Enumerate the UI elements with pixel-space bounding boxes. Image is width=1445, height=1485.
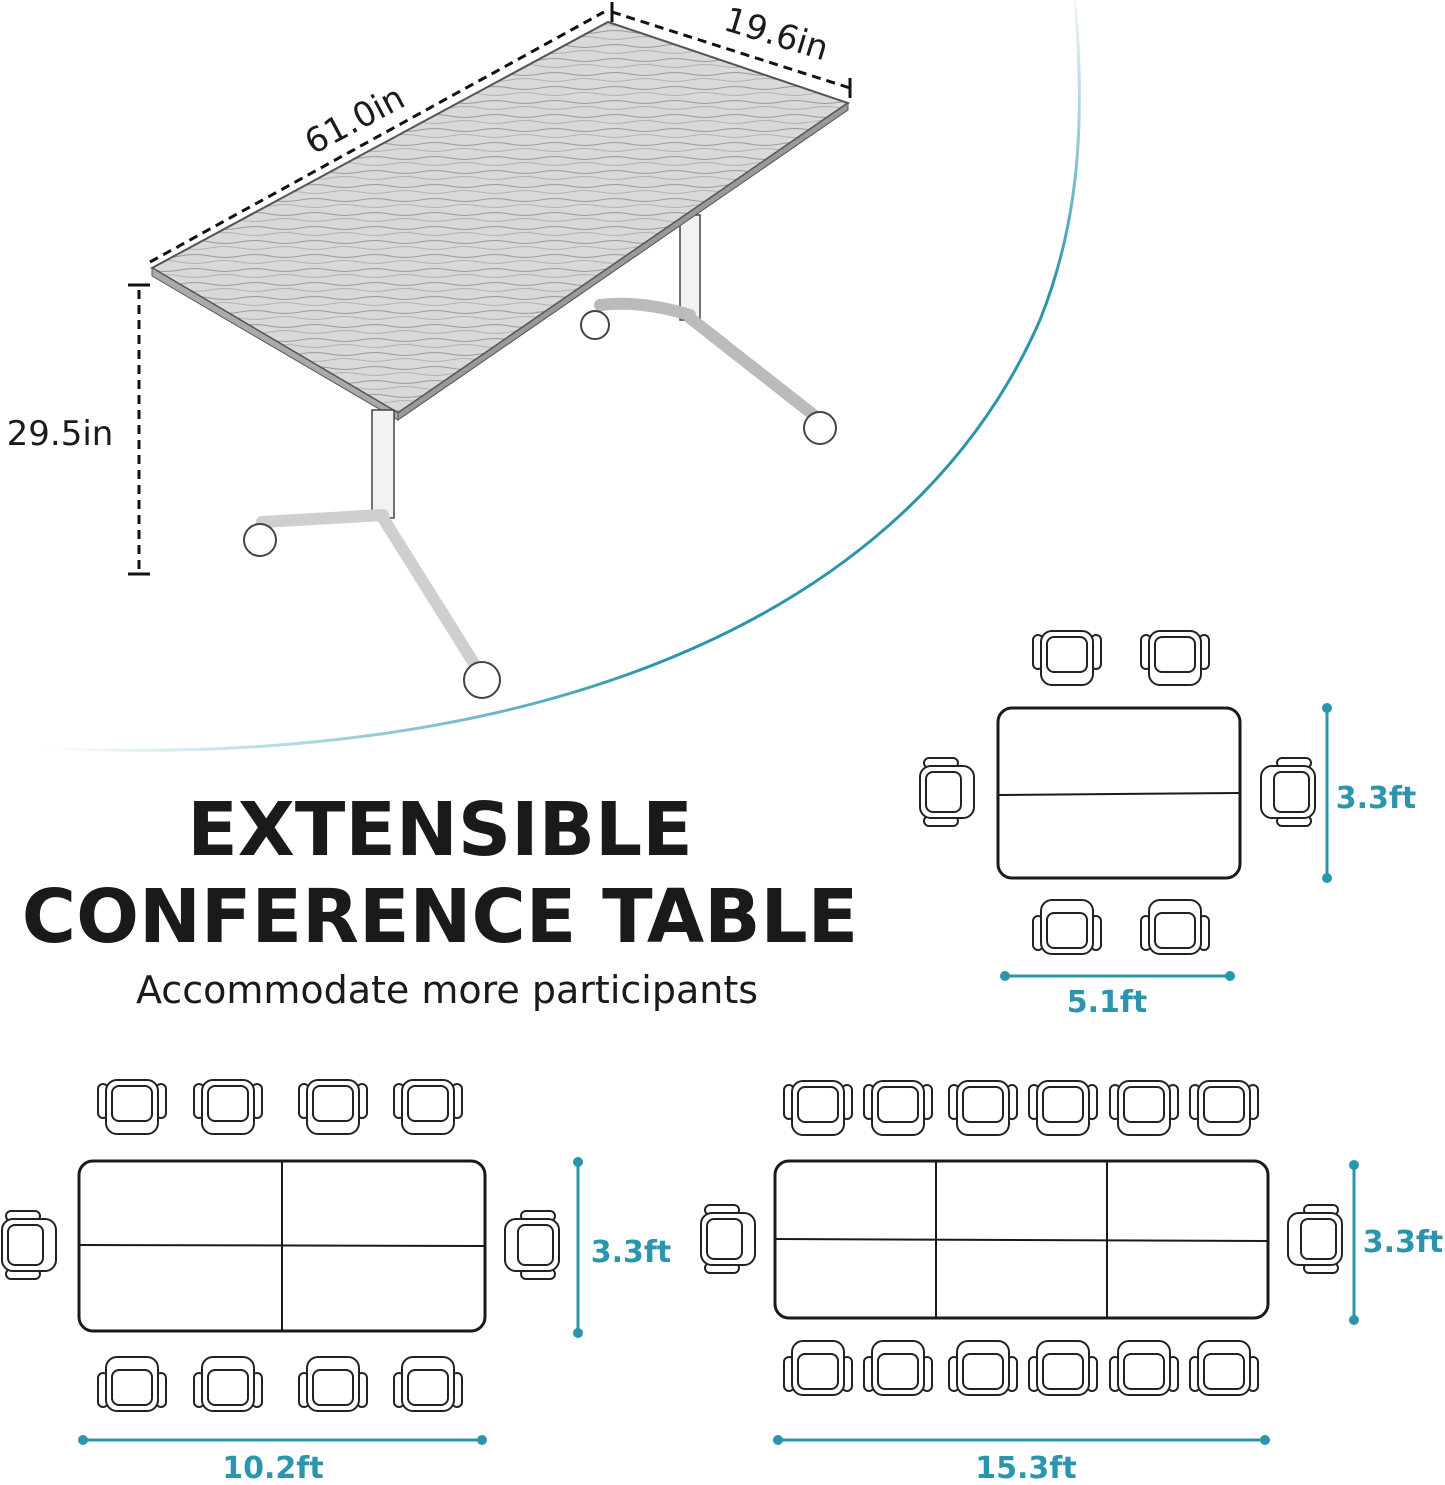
chair-icon (298, 1079, 368, 1135)
chair-icon (783, 1340, 853, 1396)
chair-icon (1189, 1080, 1259, 1136)
chair-icon (393, 1079, 463, 1135)
chair-icon (919, 757, 975, 827)
chair-icon (863, 1080, 933, 1136)
layout-six-tables (700, 1080, 1359, 1445)
layout-1-depth-label: 3.3ft (1336, 781, 1417, 816)
chair-icon (1189, 1340, 1259, 1396)
title-line-2: CONFERENCE TABLE (22, 874, 858, 960)
chair-icon (700, 1204, 756, 1274)
chair-icon (1109, 1080, 1179, 1136)
chair-icon (193, 1079, 263, 1135)
title-line-1: EXTENSIBLE (187, 787, 693, 873)
chair-icon (783, 1080, 853, 1136)
chair-icon (948, 1080, 1018, 1136)
width-label: 19.6in (719, 0, 833, 69)
layout-2-width-label: 10.2ft (222, 1451, 323, 1485)
chair-icon (504, 1210, 560, 1280)
chair-icon (948, 1340, 1018, 1396)
chair-icon (1, 1210, 57, 1280)
chair-icon (298, 1356, 368, 1412)
chair-icon (1028, 1340, 1098, 1396)
length-dimension-line (149, 10, 605, 264)
chair-icon (1032, 630, 1102, 686)
layout-2-depth-label: 3.3ft (591, 1235, 672, 1270)
chair-icon (1028, 1080, 1098, 1136)
height-label: 29.5in (7, 414, 114, 454)
chair-icon (1109, 1340, 1179, 1396)
layout-four-tables (1, 1079, 583, 1445)
decorative-arc (39, 0, 1081, 752)
width-dimension-line (611, 10, 851, 90)
dimension-lines (128, 2, 852, 576)
table-illustration (149, 20, 851, 699)
chair-icon (1260, 757, 1316, 827)
chair-icon (863, 1340, 933, 1396)
layout-3-depth-label: 3.3ft (1363, 1225, 1444, 1260)
chair-icon (1032, 899, 1102, 955)
subtitle: Accommodate more participants (136, 968, 758, 1012)
chair-icon (97, 1079, 167, 1135)
chair-icon (1140, 899, 1210, 955)
chair-icon (1287, 1204, 1343, 1274)
chair-icon (193, 1356, 263, 1412)
layout-1-width-label: 5.1ft (1067, 985, 1148, 1020)
chair-icon (1140, 630, 1210, 686)
chair-icon (393, 1356, 463, 1412)
layout-two-tables (919, 630, 1332, 981)
layout-3-width-label: 15.3ft (975, 1451, 1076, 1485)
chair-icon (97, 1356, 167, 1412)
